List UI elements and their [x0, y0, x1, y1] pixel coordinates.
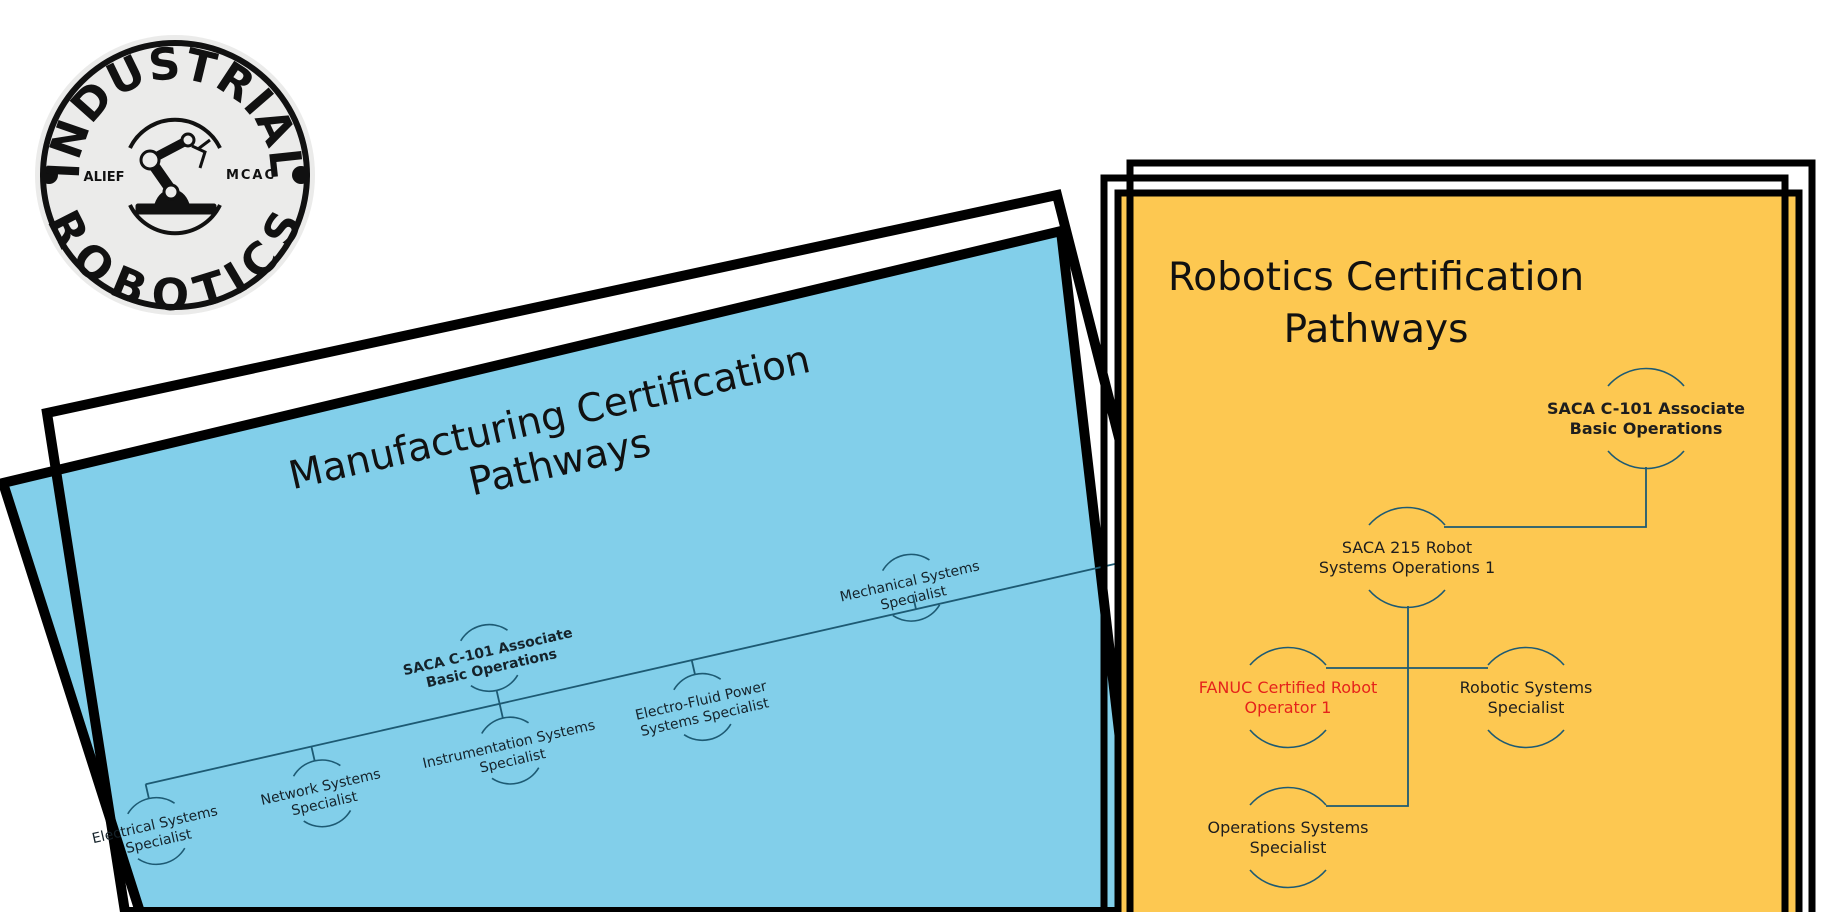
rb-node-label-line1: Operations Systems [1207, 818, 1368, 837]
bubble-top-arc [481, 716, 530, 734]
bubble-bottom-arc [491, 767, 540, 785]
robotics-title-line2: Pathways [1284, 307, 1469, 352]
rb-node-operations-systems: Operations Systems Specialist [1207, 786, 1369, 889]
manufacturing-panel-background [3, 231, 1140, 912]
rb-node-label-line2: Basic Operations [1570, 419, 1723, 438]
logo-inner-bottom-arc [128, 204, 222, 236]
logo-right-text: MCAC [226, 168, 276, 183]
bubble-bottom-arc [1607, 450, 1685, 470]
rb-node-label-line2: Specialist [1488, 698, 1565, 717]
robotics-title-line1: Robotics Certification [1168, 255, 1584, 300]
industrial-robotics-logo: INDUSTRIAL ROBOTICS ALIEF MCAC [35, 35, 315, 322]
connector-electrical [144, 783, 150, 800]
logo-badge-background [35, 35, 315, 315]
bubble-bottom-arc [303, 810, 352, 828]
robotics-panel: Robotics Certification Pathways SACA C-1… [1100, 159, 1816, 912]
connector-electro-fluid [690, 659, 696, 675]
manufacturing-panel: Manufacturing Certification Pathways SAC… [0, 189, 1146, 912]
bubble-bottom-arc [137, 847, 186, 866]
bubble-bottom-arc [470, 674, 519, 693]
rb-node-label-line1: Robotic Systems [1460, 678, 1593, 697]
bubble-top-arc [127, 796, 176, 815]
bubble-top-arc [673, 672, 722, 691]
rb-node-label-line1: FANUC Certified Robot [1199, 678, 1378, 697]
connector-215-to-operations [1326, 606, 1409, 807]
connector-mechanical [911, 594, 917, 610]
logo-inner-top-arc [128, 117, 222, 149]
rb-node-saca-215: SACA 215 Robot Systems Operations 1 [1319, 506, 1495, 609]
logo-left-text: ALIEF [84, 170, 125, 185]
robotics-panel-frame-3 [1114, 189, 1803, 912]
bubble-bottom-arc [1249, 869, 1327, 889]
bubble-top-arc [1368, 506, 1446, 526]
rb-node-label-line2: Operator 1 [1245, 698, 1332, 717]
logo-left-dot [40, 166, 58, 184]
rb-node-saca-c101: SACA C-101 Associate Basic Operations [1547, 367, 1745, 470]
rb-node-label-line1: SACA 215 Robot [1342, 538, 1472, 557]
bubble-bottom-arc [892, 604, 941, 622]
connector-c101-to-215 [1444, 467, 1647, 528]
bubble-top-arc [1249, 646, 1327, 666]
robotics-panel-frame-1 [1126, 159, 1816, 912]
bubble-top-arc [292, 759, 341, 777]
rb-node-robotic-systems: Robotic Systems Specialist [1460, 646, 1593, 749]
bubble-bottom-arc [1368, 589, 1446, 609]
bubble-top-arc [1249, 786, 1327, 806]
bubble-top-arc [460, 623, 508, 642]
manufacturing-panel-frame-back [0, 224, 1146, 912]
bubble-bottom-arc [683, 723, 732, 742]
bubble-bottom-arc [1487, 729, 1565, 749]
robotics-panel-frame-2 [1100, 174, 1789, 912]
bubble-top-arc [1487, 646, 1565, 666]
bubble-bottom-arc [1249, 729, 1327, 749]
rb-node-label-line1: SACA C-101 Associate [1547, 399, 1745, 418]
logo-right-dot [292, 166, 310, 184]
rb-node-fanuc: FANUC Certified Robot Operator 1 [1199, 646, 1378, 749]
manufacturing-main-connector [145, 561, 1121, 786]
rb-node-label-line2: Systems Operations 1 [1319, 558, 1495, 577]
robotics-panel-background [1115, 190, 1797, 912]
bubble-top-arc [881, 553, 930, 572]
connector-instrumentation [495, 690, 504, 719]
rb-node-label-line2: Specialist [1250, 838, 1327, 857]
robot-arm-icon [135, 132, 217, 215]
bubble-top-arc [1607, 367, 1685, 387]
connector-network [310, 746, 316, 762]
